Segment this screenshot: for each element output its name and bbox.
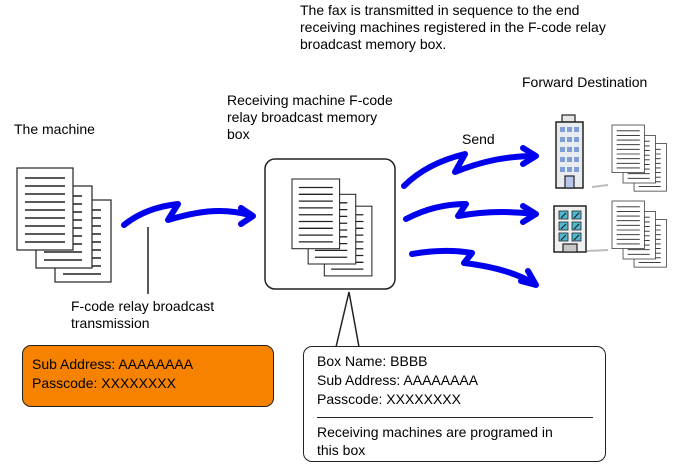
sender-settings-box: Sub Address: AAAAAAAA Passcode: XXXXXXXX: [22, 345, 274, 407]
destination-1-document-stack-icon: [611, 124, 667, 192]
transmission-arrow-icon: [121, 201, 256, 228]
building-2-icon: [553, 205, 609, 253]
send-arrow-3-icon: [409, 247, 539, 288]
description-text: The fax is transmitted in sequence to th…: [300, 2, 606, 52]
the-machine-label: The machine: [14, 121, 95, 137]
forward-destination-label: Forward Destination: [522, 74, 648, 90]
building-1-icon: [555, 114, 609, 189]
send-arrow-1-icon: [401, 145, 539, 189]
send-label: Send: [462, 131, 495, 147]
callout-divider: [317, 417, 593, 418]
box-name: Box Name: BBBB: [317, 353, 428, 369]
sender-document-stack-icon: [16, 167, 112, 283]
box-note: Receiving machines are programed in this…: [317, 424, 553, 458]
box-passcode: Passcode: XXXXXXXX: [317, 391, 461, 407]
box-settings-callout: Box Name: BBBB Sub Address: AAAAAAAA Pas…: [303, 346, 606, 462]
sender-sub-address: Sub Address: AAAAAAAA: [32, 356, 194, 372]
transmission-label: F-code relay broadcast transmission: [71, 298, 215, 331]
box-sub-address: Sub Address: AAAAAAAA: [317, 372, 479, 388]
memory-box-label: Receiving machine F-code relay broadcast…: [227, 92, 393, 142]
destination-2-document-stack-icon: [611, 200, 667, 268]
callout-pointer: [335, 291, 360, 348]
sender-passcode: Passcode: XXXXXXXX: [32, 375, 176, 391]
send-arrow-2-icon: [403, 201, 539, 225]
